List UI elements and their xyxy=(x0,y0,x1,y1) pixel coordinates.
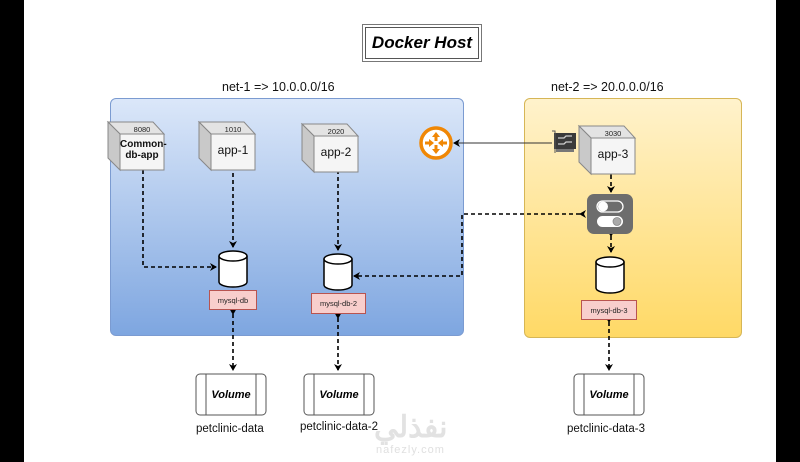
net-2-label: net-2 => 20.0.0.0/16 xyxy=(551,80,664,94)
container-port: 8080 xyxy=(133,125,151,134)
container-cube-icon xyxy=(197,120,257,172)
container-name: db-app xyxy=(125,150,159,161)
mysql-db-2-label[interactable]: mysql-db-2 xyxy=(311,293,366,314)
router-icon xyxy=(419,126,453,160)
docker-host-title-box: Docker Host xyxy=(362,24,482,62)
container-port: 3030 xyxy=(604,129,622,138)
container-cube-icon xyxy=(577,124,637,176)
volume-box xyxy=(195,373,267,416)
container-cube-icon xyxy=(106,120,166,172)
container-app-3[interactable]: app-3 xyxy=(597,147,629,161)
container-common-db-app[interactable]: Common- db-app xyxy=(120,139,167,161)
container-port: 1010 xyxy=(224,125,242,134)
mysql-db-cylinder-icon xyxy=(218,250,248,288)
volume-box xyxy=(303,373,375,416)
diagram-canvas: Docker Host net-1 => 10.0.0.0/16 net-2 =… xyxy=(24,0,776,462)
link-common-to-mysql-db xyxy=(139,164,217,271)
volume-name: petclinic-data xyxy=(196,423,264,435)
docker-host-title: Docker Host xyxy=(371,33,473,52)
link-switch-to-mysql-db-2 xyxy=(353,210,586,280)
network-card-icon xyxy=(552,130,576,153)
mysql-db-3-label[interactable]: mysql-db-3 xyxy=(581,300,637,320)
volume-name: petclinic-data-2 xyxy=(300,421,378,433)
container-app-2[interactable]: app-2 xyxy=(320,145,352,159)
container-port: 2020 xyxy=(327,127,345,136)
volume-label: Volume xyxy=(211,389,251,401)
volume-label: Volume xyxy=(589,389,629,401)
container-name: Common- xyxy=(120,139,167,150)
mysql-db-3-cylinder-icon xyxy=(595,256,625,294)
net-1-label: net-1 => 10.0.0.0/16 xyxy=(222,80,335,94)
volume-name: petclinic-data-3 xyxy=(567,423,645,435)
container-app-1[interactable]: app-1 xyxy=(217,143,249,157)
mysql-db-2-cylinder-icon xyxy=(323,253,353,291)
watermark-arabic: نفذلي xyxy=(374,411,448,444)
mysql-db-label[interactable]: mysql-db xyxy=(209,290,257,310)
toggle-switch-icon xyxy=(587,194,633,234)
volume-label: Volume xyxy=(319,389,359,401)
watermark-url: nafezly.com xyxy=(376,444,445,456)
volume-box xyxy=(573,373,645,416)
container-cube-icon xyxy=(300,122,360,174)
connectors-layer xyxy=(106,120,645,416)
